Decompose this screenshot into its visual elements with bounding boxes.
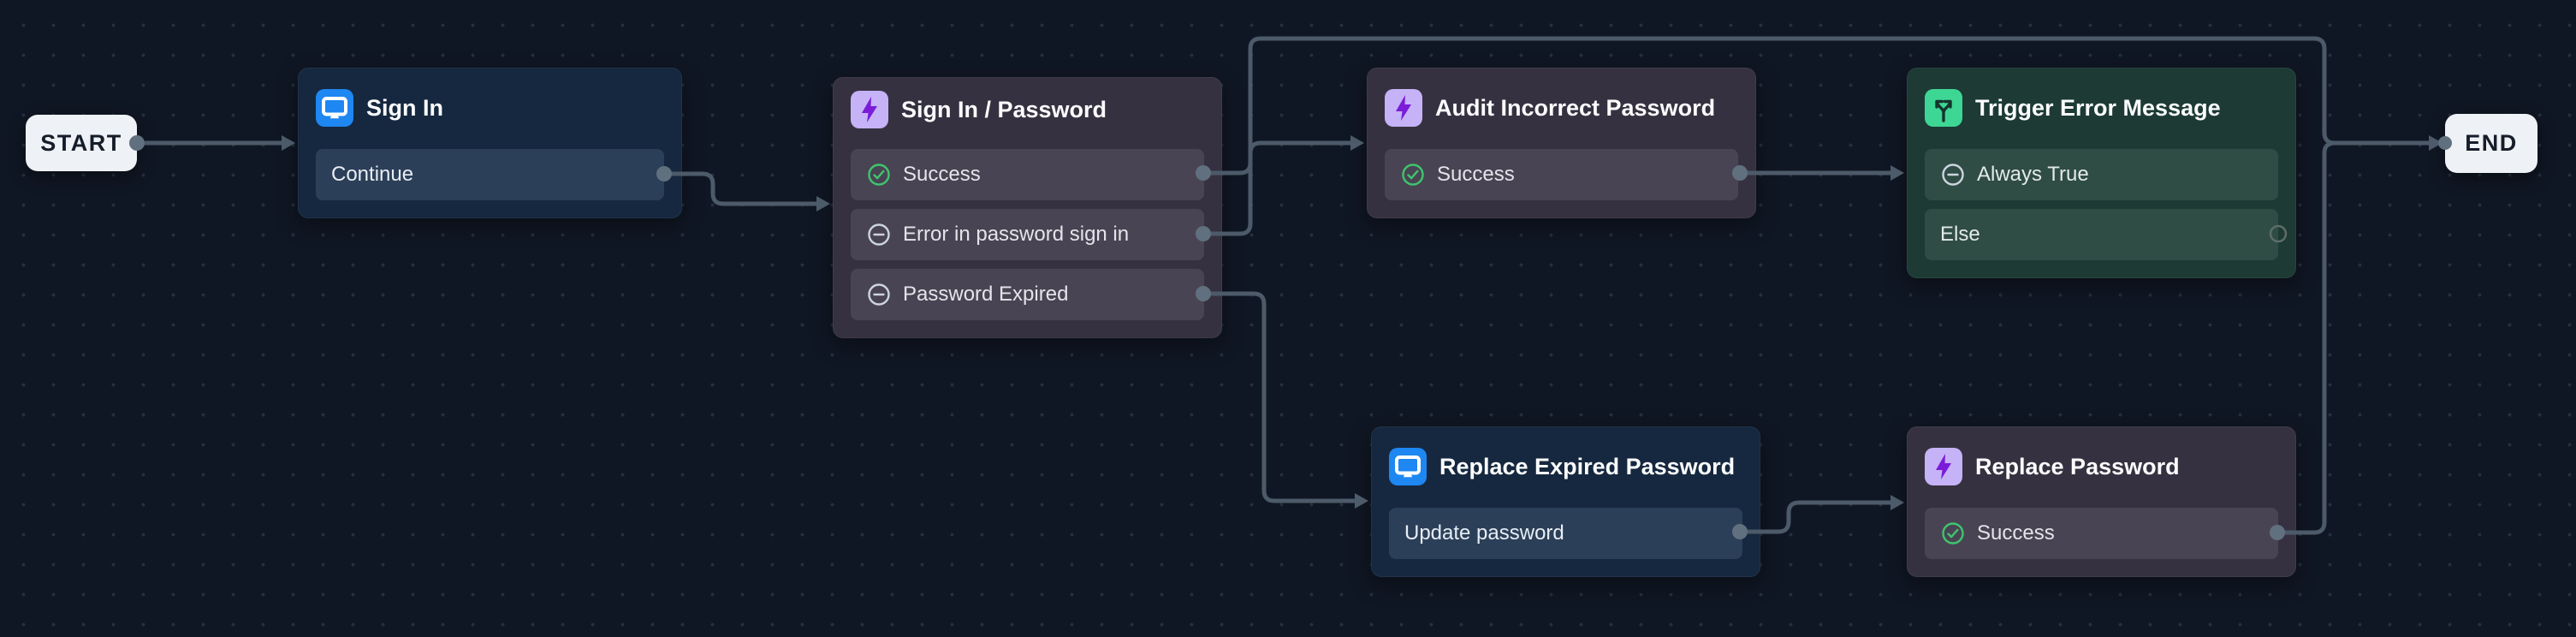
node-title: Replace Password <box>1975 453 2180 479</box>
screen-icon <box>1389 448 1427 485</box>
arrowhead-trigger-input <box>1890 165 1904 181</box>
check-circle-icon <box>1940 521 1966 546</box>
minus-circle-icon <box>866 222 892 247</box>
node-sign-in[interactable]: Sign In Continue <box>298 68 682 218</box>
edge-continue-to-sign-in-password <box>664 171 816 206</box>
node-replace-expired-password[interactable]: Replace Expired Password Update password <box>1371 426 1760 577</box>
node-header: Replace Password <box>1925 448 2278 485</box>
start-label: START <box>40 129 122 156</box>
arrowhead-sign-in-password-input <box>816 196 830 211</box>
node-trigger-error-message[interactable]: Trigger Error Message Always True Else <box>1907 68 2296 278</box>
lightning-icon <box>851 91 888 128</box>
output-row-error-in-password-sign-in[interactable]: Error in password sign in <box>851 209 1204 260</box>
screen-icon <box>316 89 353 127</box>
node-replace-password[interactable]: Replace Password Success <box>1907 426 2296 577</box>
edge-update-to-replace-password <box>1740 500 1890 534</box>
output-row-success[interactable]: Success <box>1385 149 1738 200</box>
node-title: Audit Incorrect Password <box>1435 94 1716 121</box>
node-header: Sign In / Password <box>851 91 1204 128</box>
output-row-update-password[interactable]: Update password <box>1389 508 1742 559</box>
output-row-success[interactable]: Success <box>1925 508 2278 559</box>
edge-replace-password-to-end <box>2277 140 2429 535</box>
end-label: END <box>2465 130 2518 156</box>
arrowhead-audit-input <box>1350 135 1364 151</box>
output-row-continue[interactable]: Continue <box>316 149 664 200</box>
lightning-icon <box>1925 448 1962 485</box>
end-node[interactable]: END <box>2445 114 2537 173</box>
edge-expired-to-replace-expired <box>1203 291 1355 503</box>
node-header: Trigger Error Message <box>1925 89 2278 127</box>
node-header: Replace Expired Password <box>1389 448 1742 485</box>
node-title: Replace Expired Password <box>1439 453 1736 479</box>
output-row-always-true[interactable]: Always True <box>1925 149 2278 200</box>
output-row-success[interactable]: Success <box>851 149 1204 200</box>
check-circle-icon <box>1400 162 1426 188</box>
node-title: Sign In <box>366 94 443 121</box>
arrowhead-end-input <box>2429 135 2442 151</box>
lightning-icon <box>1385 89 1422 127</box>
start-node[interactable]: START <box>26 115 137 171</box>
node-title: Trigger Error Message <box>1975 94 2221 121</box>
arrowhead-replace-expired-input <box>1355 493 1368 509</box>
node-header: Sign In <box>316 89 664 127</box>
node-sign-in-password[interactable]: Sign In / Password Success Error in pass… <box>833 77 1222 338</box>
minus-circle-icon <box>1940 162 1966 188</box>
minus-circle-icon <box>866 282 892 307</box>
node-audit-incorrect-password[interactable]: Audit Incorrect Password Success <box>1367 68 1756 218</box>
arrowhead-replace-password-input <box>1890 495 1904 510</box>
edge-error-to-audit <box>1203 140 1350 236</box>
node-title: Sign In / Password <box>901 96 1107 122</box>
node-header: Audit Incorrect Password <box>1385 89 1738 127</box>
output-row-else[interactable]: Else <box>1925 209 2278 260</box>
check-circle-icon <box>866 162 892 188</box>
output-row-password-expired[interactable]: Password Expired <box>851 269 1204 320</box>
arrowhead-sign-in-input <box>282 135 295 151</box>
branch-icon <box>1925 89 1962 127</box>
